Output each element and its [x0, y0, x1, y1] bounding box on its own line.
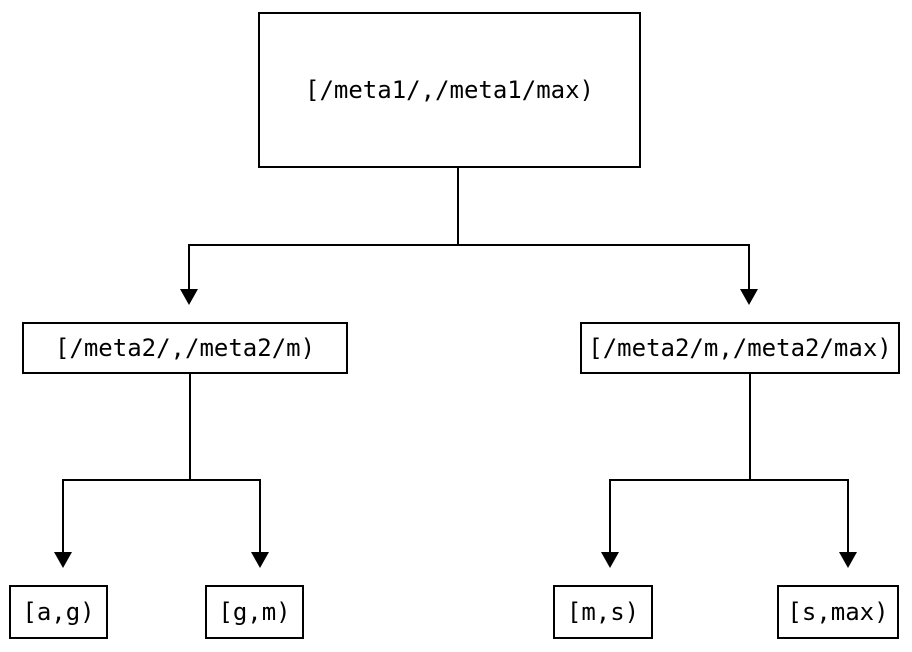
edge-meta2-upper-to-leaf-smax — [847, 479, 849, 552]
tree-node-leaf-ms-label: [m,s) — [566, 598, 640, 626]
edge-meta2-upper-crossbar — [609, 479, 849, 481]
edge-root-to-meta2-upper — [748, 244, 750, 289]
tree-node-leaf-gm-label: [g,m) — [218, 598, 291, 626]
arrowhead-root-to-meta2-lower — [180, 289, 198, 305]
tree-node-root-label: [/meta1/,/meta1/max) — [305, 76, 594, 104]
edge-meta2-lower-stem — [189, 374, 191, 480]
edge-root-to-meta2-lower — [188, 244, 190, 289]
arrowhead-meta2-upper-to-leaf-smax — [839, 552, 857, 568]
tree-node-meta2-upper-label: [/meta2/m,/meta2/max) — [588, 334, 892, 362]
edge-root-stem — [457, 168, 459, 246]
edge-meta2-lower-crossbar — [62, 479, 261, 481]
tree-node-leaf-smax[interactable]: [s,max) — [777, 585, 899, 639]
tree-node-meta2-lower-label: [/meta2/,/meta2/m) — [54, 334, 316, 362]
edge-meta2-lower-to-leaf-ag — [62, 479, 64, 552]
arrowhead-root-to-meta2-upper — [740, 289, 758, 305]
edge-meta2-upper-to-leaf-ms — [609, 479, 611, 552]
tree-node-leaf-ag-label: [a,g) — [22, 598, 95, 626]
tree-node-meta2-upper[interactable]: [/meta2/m,/meta2/max) — [580, 322, 900, 374]
arrowhead-meta2-lower-to-leaf-ag — [54, 552, 72, 568]
arrowhead-meta2-lower-to-leaf-gm — [251, 552, 269, 568]
tree-node-leaf-ag[interactable]: [a,g) — [9, 585, 108, 639]
edge-root-crossbar — [188, 244, 750, 246]
tree-node-leaf-ms[interactable]: [m,s) — [553, 585, 653, 639]
edge-meta2-lower-to-leaf-gm — [259, 479, 261, 552]
tree-node-meta2-lower[interactable]: [/meta2/,/meta2/m) — [22, 322, 348, 374]
tree-node-leaf-smax-label: [s,max) — [787, 598, 889, 626]
tree-node-leaf-gm[interactable]: [g,m) — [205, 585, 304, 639]
edge-meta2-upper-stem — [749, 374, 751, 480]
tree-node-root[interactable]: [/meta1/,/meta1/max) — [258, 12, 641, 168]
arrowhead-meta2-upper-to-leaf-ms — [601, 552, 619, 568]
